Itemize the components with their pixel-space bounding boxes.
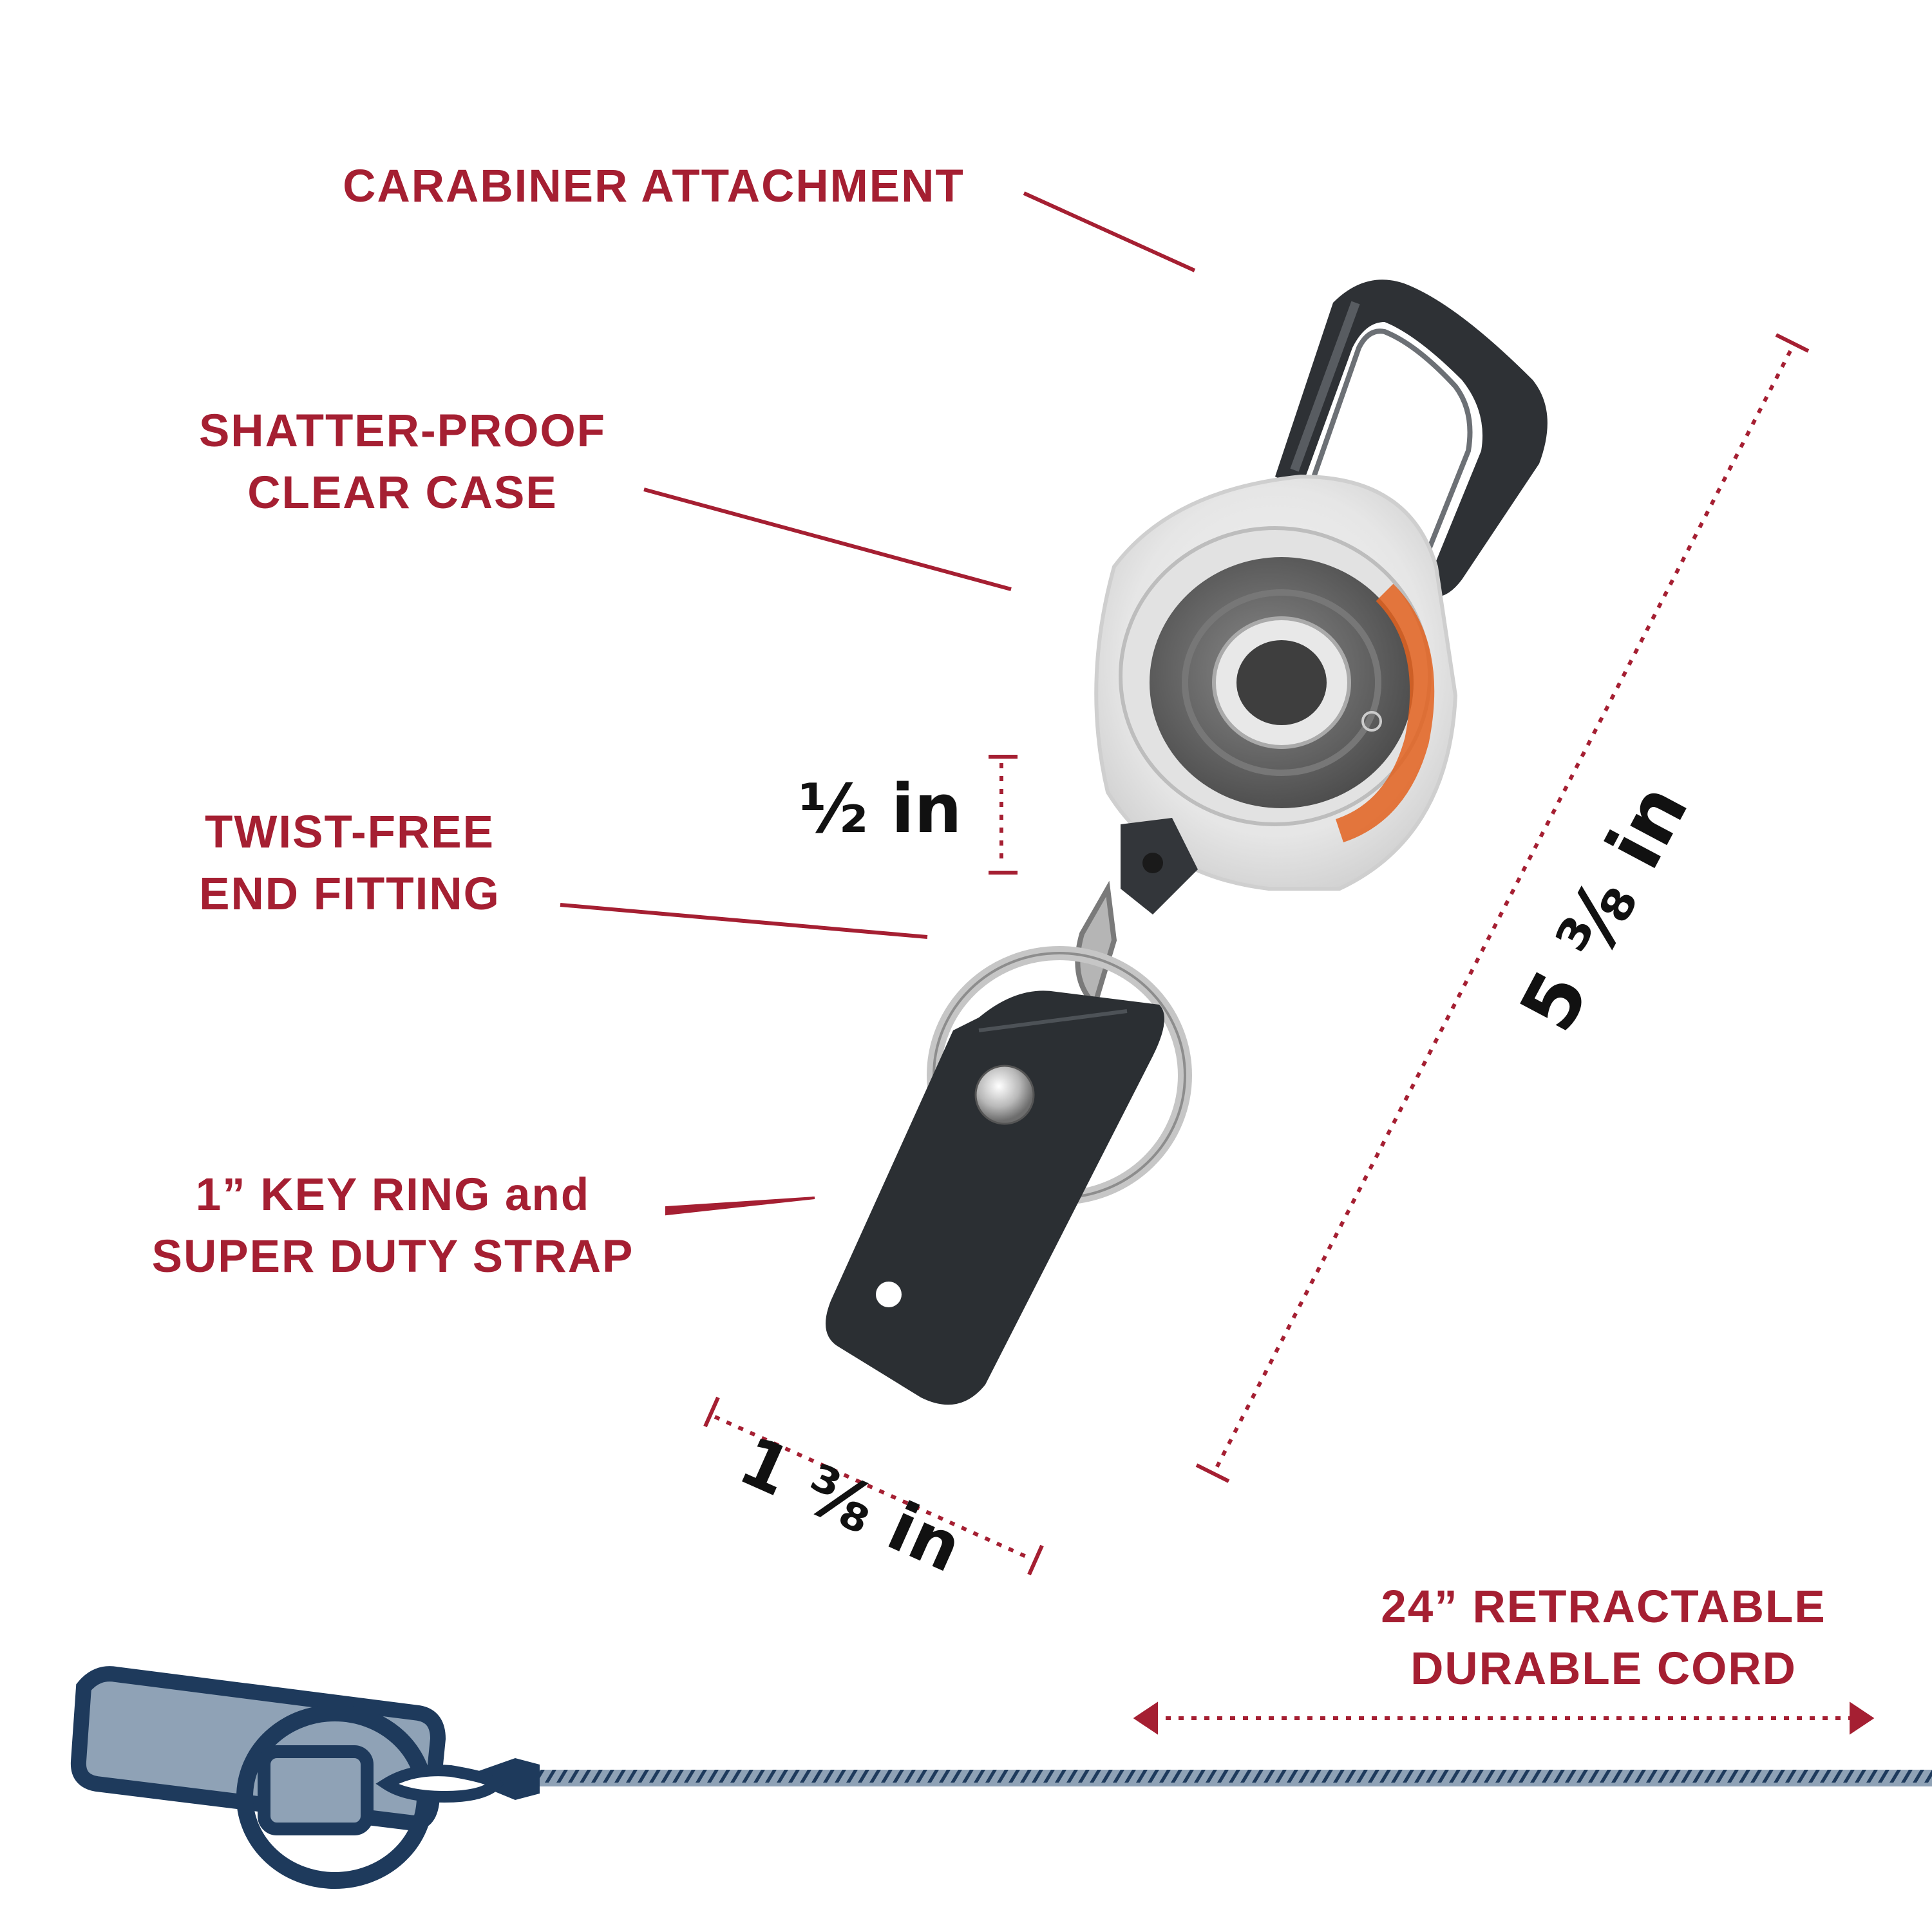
callout-retractable-cord: 24” RETRACTABLE DURABLE CORD (1340, 1577, 1868, 1700)
leader-fitting (560, 903, 928, 939)
callout-keyring-line-1: 1” KEY RING and (195, 1170, 591, 1220)
callout-carabiner-line: CARABINER ATTACHMENT (343, 161, 965, 212)
callout-twist-free-fitting: TWIST-FREE END FITTING (156, 802, 543, 925)
callout-key-ring-strap: 1” KEY RING and SUPER DUTY STRAP (103, 1164, 683, 1288)
callout-case-line-2: CLEAR CASE (247, 468, 558, 518)
callout-fitting-line-1: TWIST-FREE (205, 807, 495, 858)
cord-length-guide (1133, 1701, 1875, 1735)
reel-case-icon (1094, 474, 1458, 891)
cord-illustration-icon (70, 1666, 1932, 1889)
leader-case (643, 488, 1012, 591)
leader-keyring (665, 1197, 815, 1216)
callout-case-line-1: SHATTER-PROOF (198, 406, 607, 457)
strap-icon (826, 990, 1164, 1405)
half-inch-guide (989, 755, 1018, 875)
callout-cord-line-2: DURABLE CORD (1410, 1643, 1797, 1694)
width-guide (703, 1396, 1044, 1576)
callout-fitting-line-2: END FITTING (199, 869, 500, 920)
callout-cord-line-1: 24” RETRACTABLE (1381, 1582, 1826, 1633)
leader-carabiner (1023, 191, 1196, 272)
callout-carabiner-attachment: CARABINER ATTACHMENT (303, 156, 1005, 218)
height-guide (1195, 333, 1810, 1483)
callout-shatter-proof-case: SHATTER-PROOF CLEAR CASE (155, 401, 650, 524)
carabiner-icon (1275, 279, 1548, 597)
dimension-half-inch: ½ in (799, 770, 962, 848)
callout-keyring-line-2: SUPER DUTY STRAP (151, 1231, 634, 1282)
rivet-icon (976, 1066, 1034, 1124)
